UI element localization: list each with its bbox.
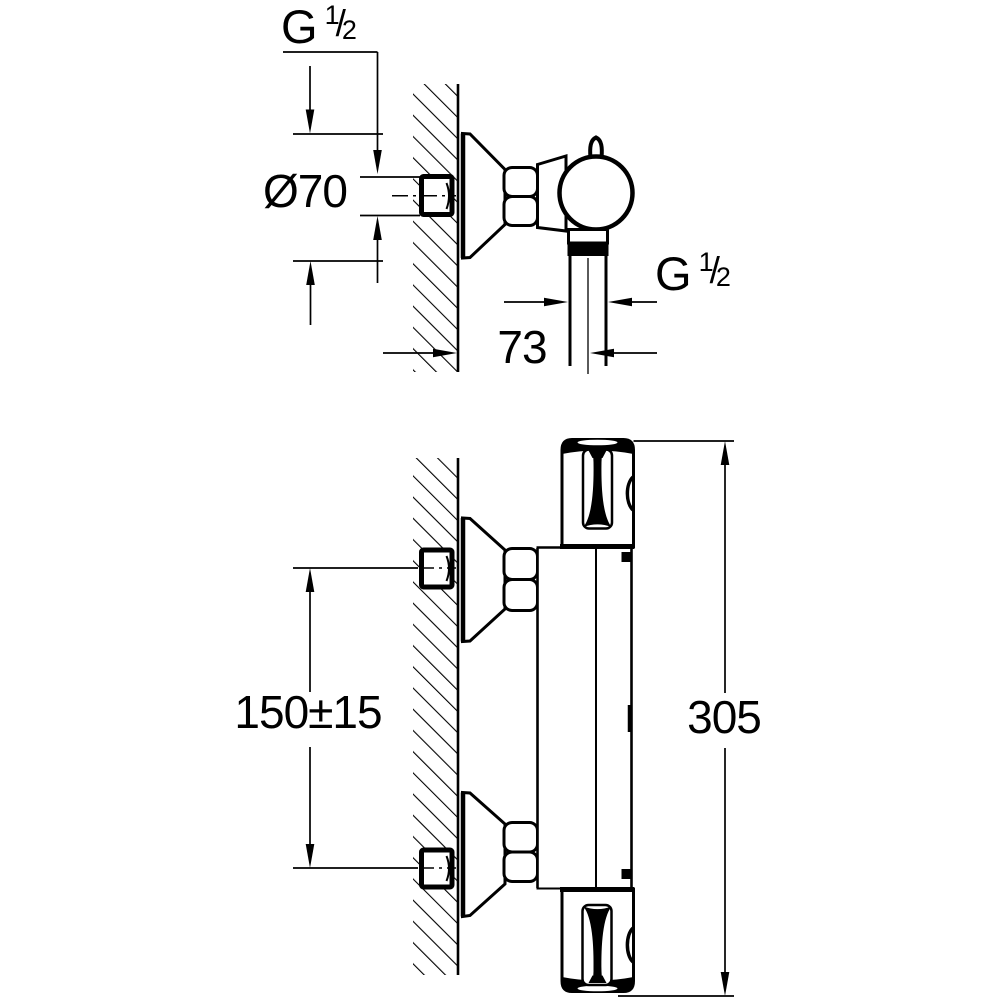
valve-cone-top	[536, 153, 568, 233]
dimension-overall-height: 305	[687, 691, 762, 743]
knob-circle-top	[557, 154, 635, 232]
escutcheon-lower	[460, 790, 539, 919]
escutcheon-top	[460, 131, 507, 260]
front-view	[293, 438, 734, 997]
valve-body-front	[536, 546, 633, 890]
dim-lines-escutcheon	[293, 66, 383, 325]
dimension-outlet-thread-label: G 1 / 2	[655, 247, 731, 300]
wall-fitting-top	[392, 174, 456, 217]
stop-button-lower	[621, 869, 632, 879]
wall-hatch-front-view	[413, 458, 458, 975]
wall-fitting-upper	[419, 547, 456, 590]
thread-letter: G	[281, 0, 318, 53]
flow-knob	[560, 887, 635, 993]
thread-letter: G	[655, 247, 692, 300]
dim-lines-spacing	[293, 567, 418, 869]
dimension-wall-thread-label: G 1 / 2	[281, 0, 357, 53]
knob-side-mark-upper	[625, 475, 635, 512]
thread-fraction: 1 / 2	[324, 0, 357, 45]
dimension-wall-to-outlet: 73	[497, 321, 547, 373]
wall-hatch-top-view	[413, 84, 458, 372]
outlet-top	[567, 228, 609, 374]
knob-side-mark-lower	[625, 926, 635, 964]
stop-button-upper	[621, 552, 632, 562]
top-view	[283, 51, 657, 374]
dim-lines-height	[618, 440, 734, 997]
wall-fitting-lower	[419, 847, 456, 890]
knob-pointer-top	[588, 135, 604, 159]
temperature-knob	[560, 438, 635, 549]
dimension-connection-spacing: 150±15	[234, 686, 382, 738]
escutcheon-upper	[460, 516, 539, 644]
union-nut-top	[502, 166, 539, 227]
thread-fraction: 1 / 2	[698, 247, 731, 292]
dimension-escutcheon-diameter: Ø70	[263, 165, 348, 217]
